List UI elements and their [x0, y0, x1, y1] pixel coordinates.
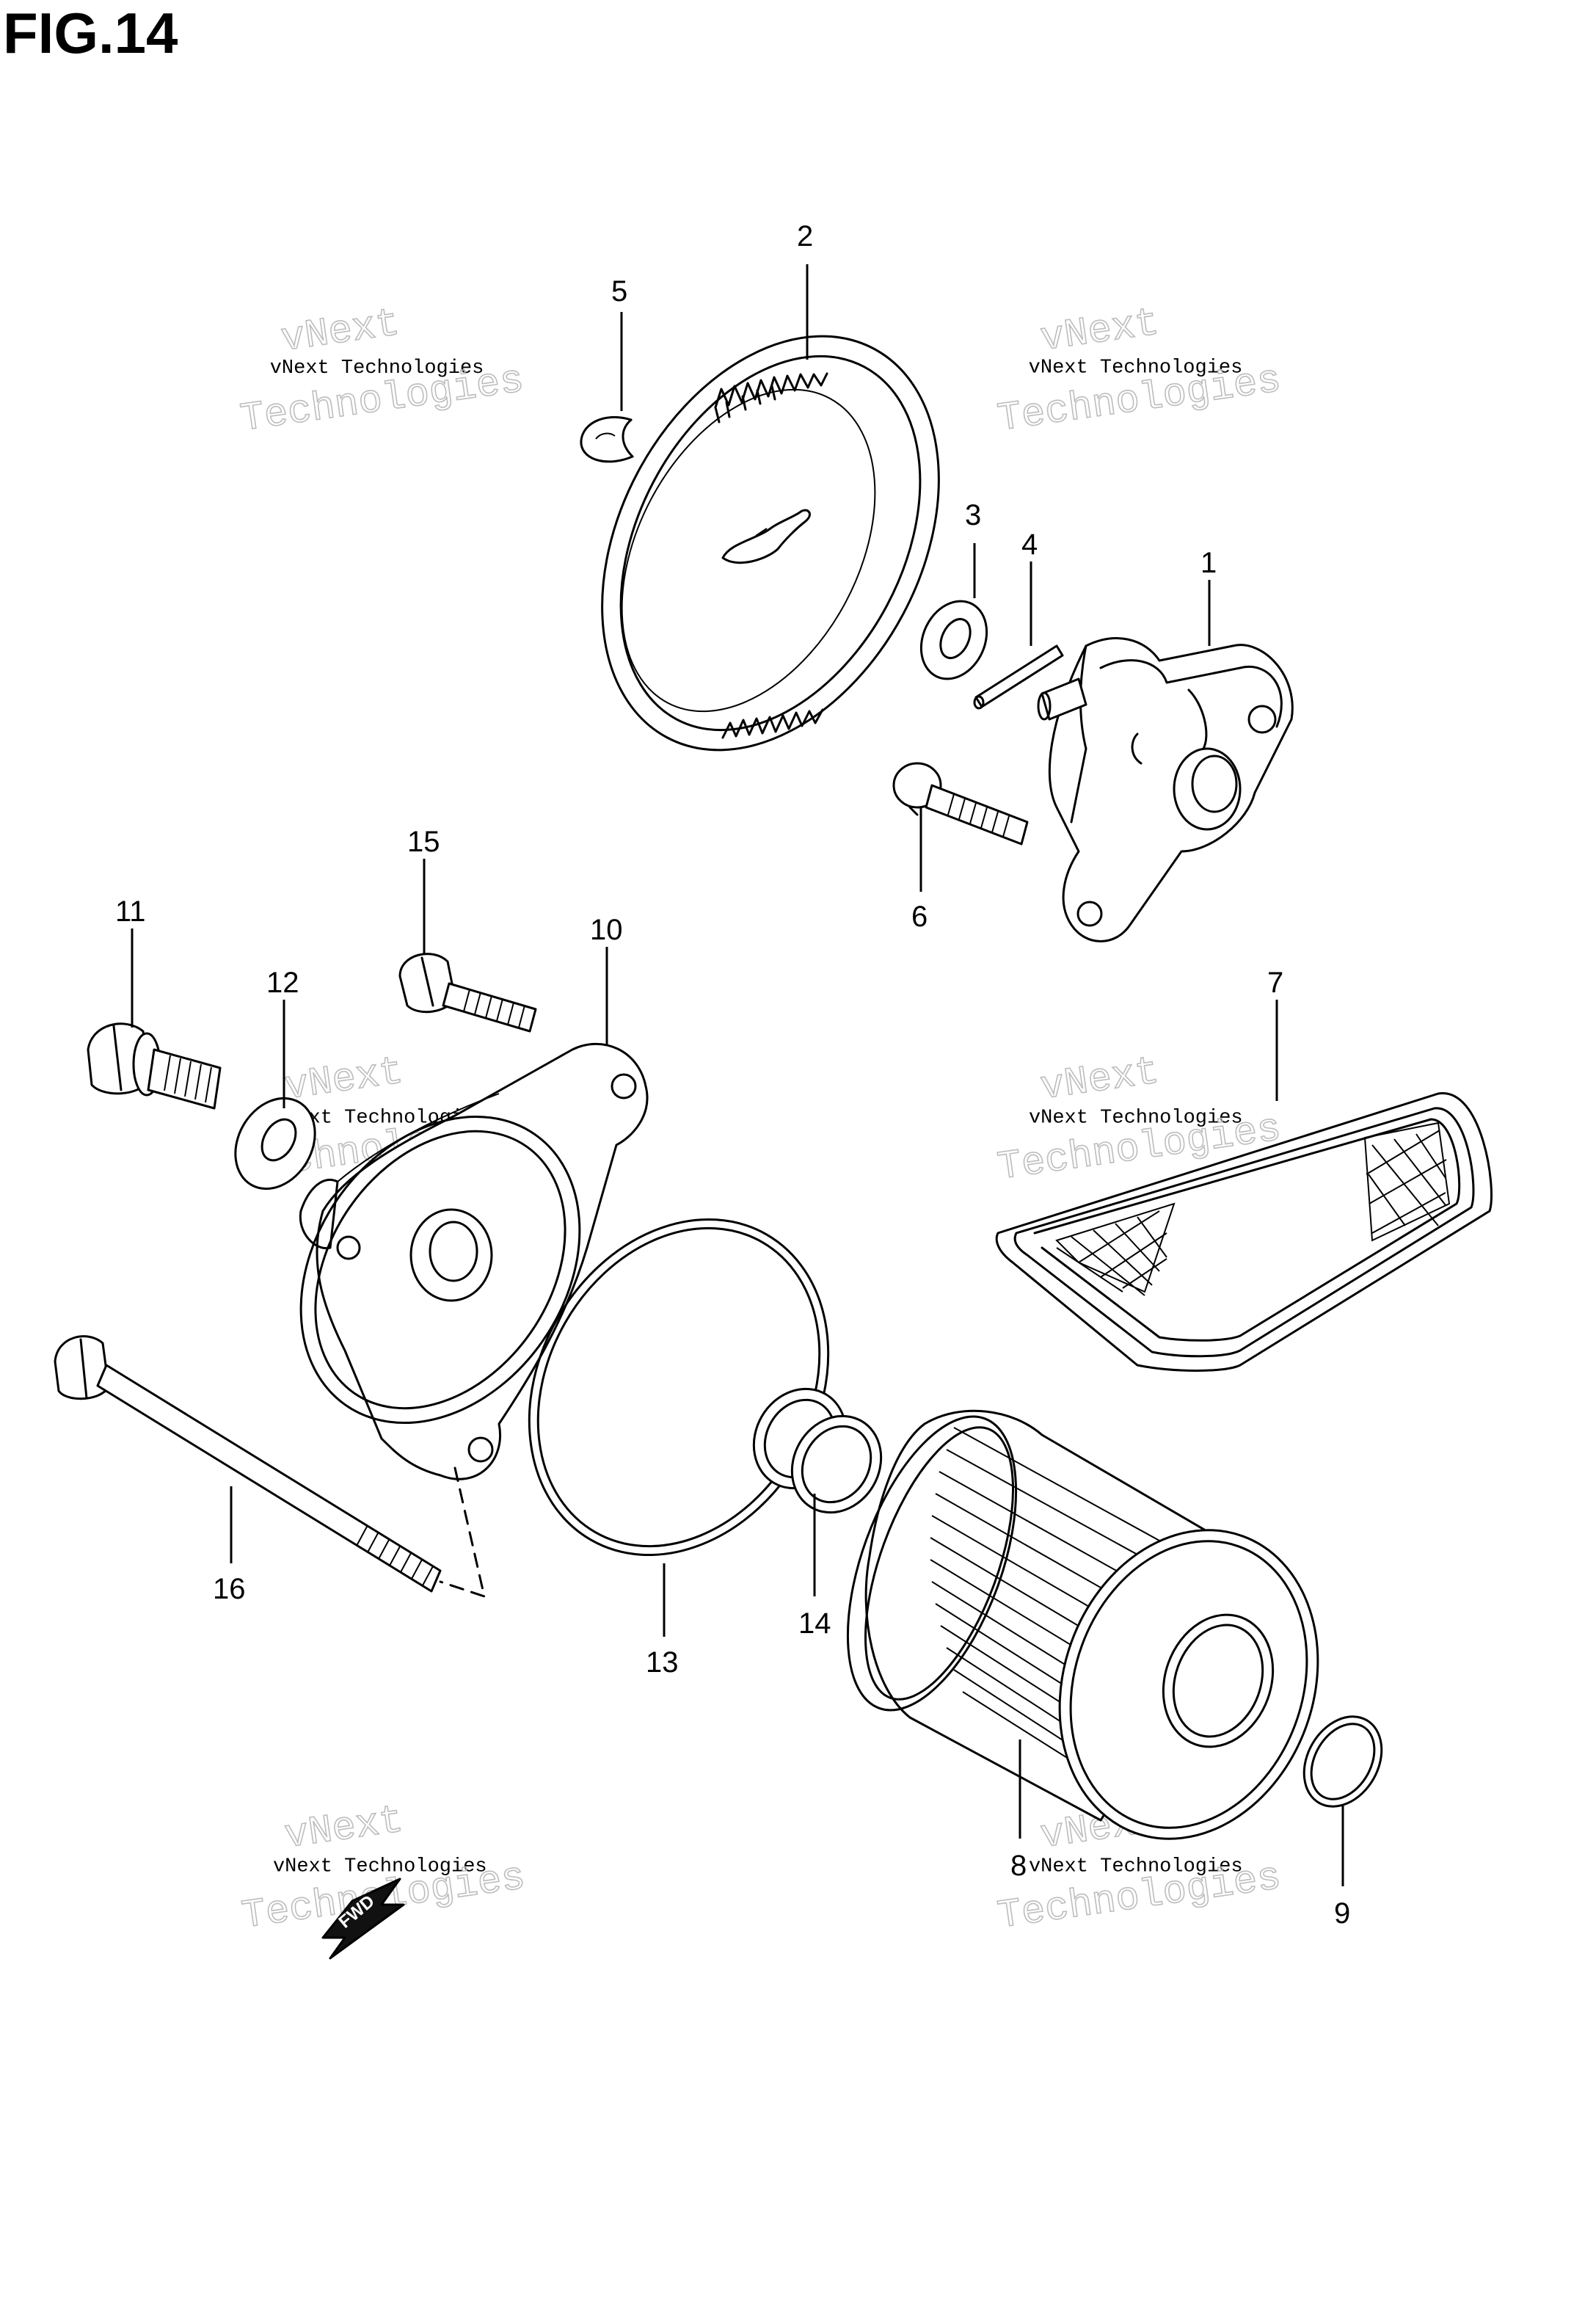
- callout-14: 14: [798, 1607, 831, 1640]
- watermark-line2: vNext Technologies: [270, 357, 484, 379]
- callout-8: 8: [1010, 1850, 1027, 1882]
- callout-12: 12: [266, 967, 299, 999]
- watermark-line1: vNext: [282, 1798, 406, 1859]
- part-6-bolt: [892, 762, 1029, 846]
- leader-lines: [131, 264, 1344, 1886]
- watermark-line1: vNext: [1038, 301, 1162, 362]
- part-4-pin: [973, 644, 1064, 710]
- callout-3: 3: [965, 499, 981, 531]
- part-9-o-ring-small: [1302, 1715, 1383, 1808]
- strainer-mesh-right: [1363, 1122, 1451, 1242]
- strainer-mesh-left: [1055, 1202, 1176, 1296]
- callout-7: 7: [1267, 967, 1283, 999]
- figure-title: FIG.14: [3, 1, 178, 65]
- part-2-gear: [601, 335, 940, 752]
- part-11-flange-bolt: [87, 1022, 222, 1110]
- callout-1: 1: [1200, 547, 1217, 579]
- part-1-oil-pump: [1037, 637, 1294, 942]
- part-12-washer: [234, 1097, 316, 1190]
- watermark-top-left: vNext vNext Technologies Technologies: [237, 301, 527, 443]
- part-15-bolt: [398, 953, 537, 1033]
- callout-10: 10: [590, 914, 623, 946]
- part-16-long-bolt: [54, 1335, 486, 1598]
- callout-5: 5: [611, 275, 627, 308]
- watermark-line1: vNext: [278, 302, 402, 363]
- callouts: 2 5 3 4 1 6 15 11 12 10 7 16 13 14 8 9: [115, 220, 1350, 1930]
- watermark-line1: vNext: [282, 1050, 406, 1110]
- callout-13: 13: [646, 1646, 679, 1679]
- callout-2: 2: [797, 220, 813, 252]
- part-3-washer: [919, 600, 988, 680]
- watermark-top-right: vNext vNext Technologies Technologies: [994, 300, 1284, 443]
- callout-11: 11: [115, 895, 146, 928]
- part-10-filter-cap: [299, 1042, 649, 1480]
- part-7-strainer: [995, 1092, 1493, 1372]
- watermark-line1: vNext: [1038, 1050, 1162, 1110]
- watermark-line2: vNext Technologies: [1029, 1107, 1243, 1129]
- part-8-oil-filter: [846, 1409, 1319, 1840]
- callout-9: 9: [1334, 1897, 1350, 1930]
- callout-15: 15: [407, 826, 440, 858]
- callout-6: 6: [911, 901, 928, 933]
- watermark-line2: vNext Technologies: [273, 1855, 487, 1877]
- watermark-line2: vNext Technologies: [1029, 357, 1243, 379]
- watermark-line2: vNext Technologies: [1029, 1855, 1243, 1877]
- callout-16: 16: [213, 1573, 246, 1605]
- part-14-spring: [752, 1387, 883, 1514]
- callout-4: 4: [1021, 528, 1038, 561]
- part-5-e-clip: [580, 415, 634, 463]
